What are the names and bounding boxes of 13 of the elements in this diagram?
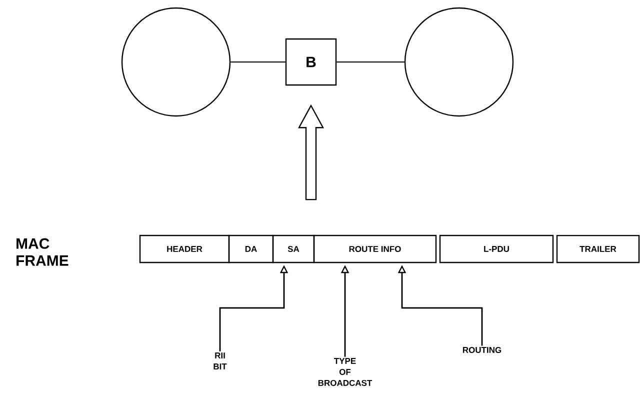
frame-field: HEADER	[139, 234, 230, 264]
network-ring	[121, 7, 231, 117]
frame-title: MAC FRAME	[16, 238, 68, 266]
field-label: RII BIT	[214, 352, 227, 370]
frame-field: ROUTE INFO	[313, 234, 437, 264]
frame-field: SA	[272, 234, 315, 264]
field-label: ROUTING	[462, 346, 502, 353]
frame-field: DA	[228, 234, 274, 264]
bridge-box: B	[285, 38, 337, 86]
frame-field: TRAILER	[556, 234, 640, 264]
field-label: TYPE OF BROADCAST	[318, 358, 372, 386]
frame-field: L-PDU	[439, 234, 554, 264]
network-ring	[404, 7, 514, 117]
